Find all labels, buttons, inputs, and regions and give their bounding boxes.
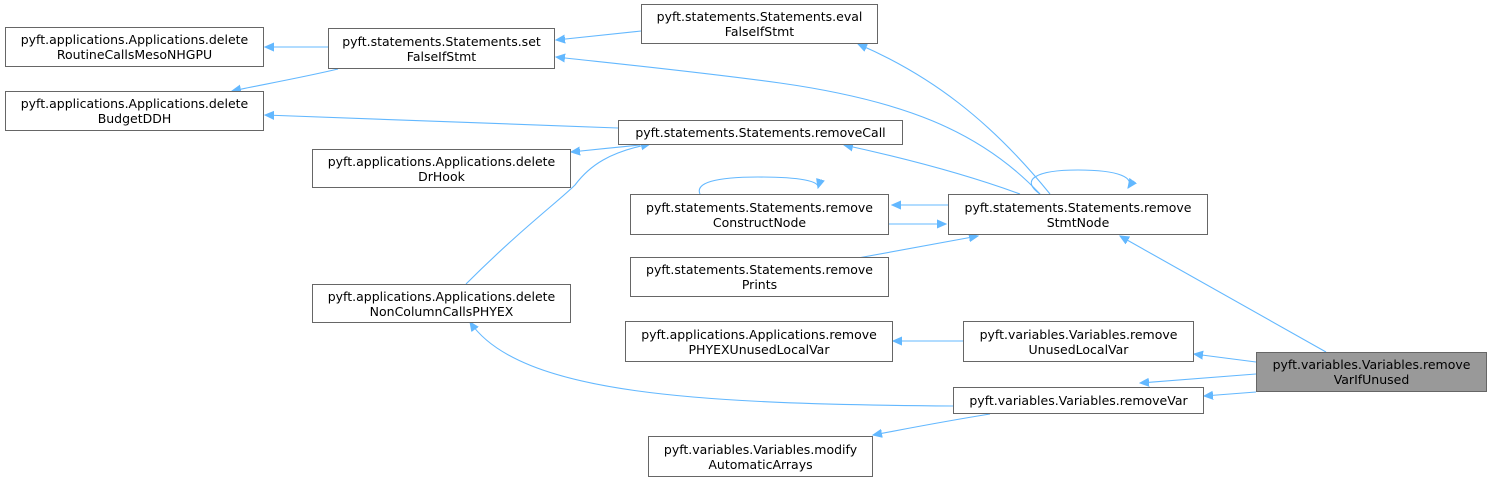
edge-set-false-to-delete-budget <box>232 68 339 91</box>
edge-remove-call-to-delete-budget <box>265 115 619 129</box>
node-label-line1: pyft.applications.Applications.delete <box>327 153 556 169</box>
node-label-line1: pyft.statements.Statements.eval <box>656 9 863 24</box>
node-label-line2: PHYEXUnusedLocalVar <box>688 341 830 357</box>
node-remove-construct-node[interactable]: pyft.statements.Statements.remove Constr… <box>630 194 889 235</box>
edge-remove-var-to-delete-noncolumn <box>470 322 954 407</box>
node-label-line1: pyft.applications.Applications.remove <box>641 326 877 342</box>
node-remove-prints[interactable]: pyft.statements.Statements.remove Prints <box>630 257 889 297</box>
node-label-line2: UnusedLocalVar <box>1028 341 1129 357</box>
node-label-line2: FalseIfStmt <box>724 24 795 39</box>
node-label-line1: pyft.variables.Variables.removeVar <box>969 393 1188 408</box>
node-label-line2: AutomaticArrays <box>708 456 813 472</box>
node-label-line2: StmtNode <box>1046 214 1110 230</box>
node-label-line1: pyft.applications.Applications.delete <box>20 96 249 111</box>
node-label-line2: VarIfUnused <box>1333 372 1410 387</box>
node-label-line1: pyft.variables.Variables.remove <box>979 326 1178 342</box>
edge-remove-call-to-delete-noncolumn <box>465 144 650 285</box>
node-delete-budget-ddh[interactable]: pyft.applications.Applications.delete Bu… <box>5 91 264 131</box>
node-label-line1: pyft.statements.Statements.remove <box>646 199 873 215</box>
node-remove-var[interactable]: pyft.variables.Variables.removeVar <box>953 387 1204 414</box>
node-label-line2: DrHook <box>418 168 465 184</box>
node-delete-drhook[interactable]: pyft.applications.Applications.delete Dr… <box>312 149 571 188</box>
node-label-line2: BudgetDDH <box>97 111 172 126</box>
edge-remove-var-if-unused-to-remove-var <box>1204 392 1257 396</box>
node-label-line2: Prints <box>741 277 778 292</box>
node-label-line1: pyft.statements.Statements.remove <box>964 199 1192 215</box>
edge-remove-var-if-unused-to-remove-stmt <box>1120 236 1327 353</box>
edge-remove-prints-to-remove-stmt <box>857 236 978 259</box>
edge-remove-var-to-remove-var-if-unused <box>1140 373 1257 383</box>
node-set-false-if-stmt[interactable]: pyft.statements.Statements.set FalseIfSt… <box>328 28 555 69</box>
node-label-line1: pyft.statements.Statements.removeCall <box>635 125 886 140</box>
node-delete-routine-calls-mesonhgpu[interactable]: pyft.applications.Applications.delete Ro… <box>5 27 264 67</box>
edge-remove-stmt-to-remove-call <box>844 145 1021 195</box>
node-label-line2: RoutineCallsMesoNHGPU <box>56 47 213 62</box>
node-label-line1: pyft.statements.Statements.set <box>342 33 541 49</box>
node-label-line2: NonColumnCallsPHYEX <box>369 303 514 319</box>
edge-remove-stmt-to-set-false <box>556 57 1041 195</box>
edge-remove-call-to-delete-drhook <box>571 144 641 152</box>
node-label-line1: pyft.statements.Statements.remove <box>646 262 873 277</box>
edge-remove-var-to-modify-arrays <box>873 413 991 435</box>
edge-remove-stmt-self-loop <box>1030 169 1129 195</box>
edge-eval-false-to-set-false <box>556 30 642 40</box>
node-remove-unused-local-var[interactable]: pyft.variables.Variables.remove UnusedLo… <box>963 321 1194 362</box>
node-remove-phyex-unused-local-var[interactable]: pyft.applications.Applications.remove PH… <box>625 321 893 362</box>
node-label-line1: pyft.variables.Variables.modify <box>663 441 858 457</box>
node-label-line2: FalseIfStmt <box>406 48 477 64</box>
node-label-line2: ConstructNode <box>712 214 807 230</box>
node-remove-var-if-unused: pyft.variables.Variables.remove VarIfUnu… <box>1256 352 1487 392</box>
node-eval-false-if-stmt[interactable]: pyft.statements.Statements.eval FalseIfS… <box>641 4 878 44</box>
edge-remove-construct-self-loop <box>698 176 818 195</box>
node-label-line1: pyft.variables.Variables.remove <box>1272 357 1471 372</box>
edge-remove-var-if-unused-to-remove-unused-local <box>1194 354 1257 363</box>
node-modify-automatic-arrays[interactable]: pyft.variables.Variables.modify Automati… <box>648 436 873 477</box>
node-label-line1: pyft.applications.Applications.delete <box>20 32 249 47</box>
node-remove-call[interactable]: pyft.statements.Statements.removeCall <box>618 120 903 145</box>
node-remove-stmt-node[interactable]: pyft.statements.Statements.remove StmtNo… <box>948 194 1208 235</box>
node-label-line1: pyft.applications.Applications.delete <box>327 288 556 304</box>
edge-remove-stmt-to-eval-false <box>858 44 1051 195</box>
node-delete-noncolumn-calls-phyex[interactable]: pyft.applications.Applications.delete No… <box>312 284 571 323</box>
